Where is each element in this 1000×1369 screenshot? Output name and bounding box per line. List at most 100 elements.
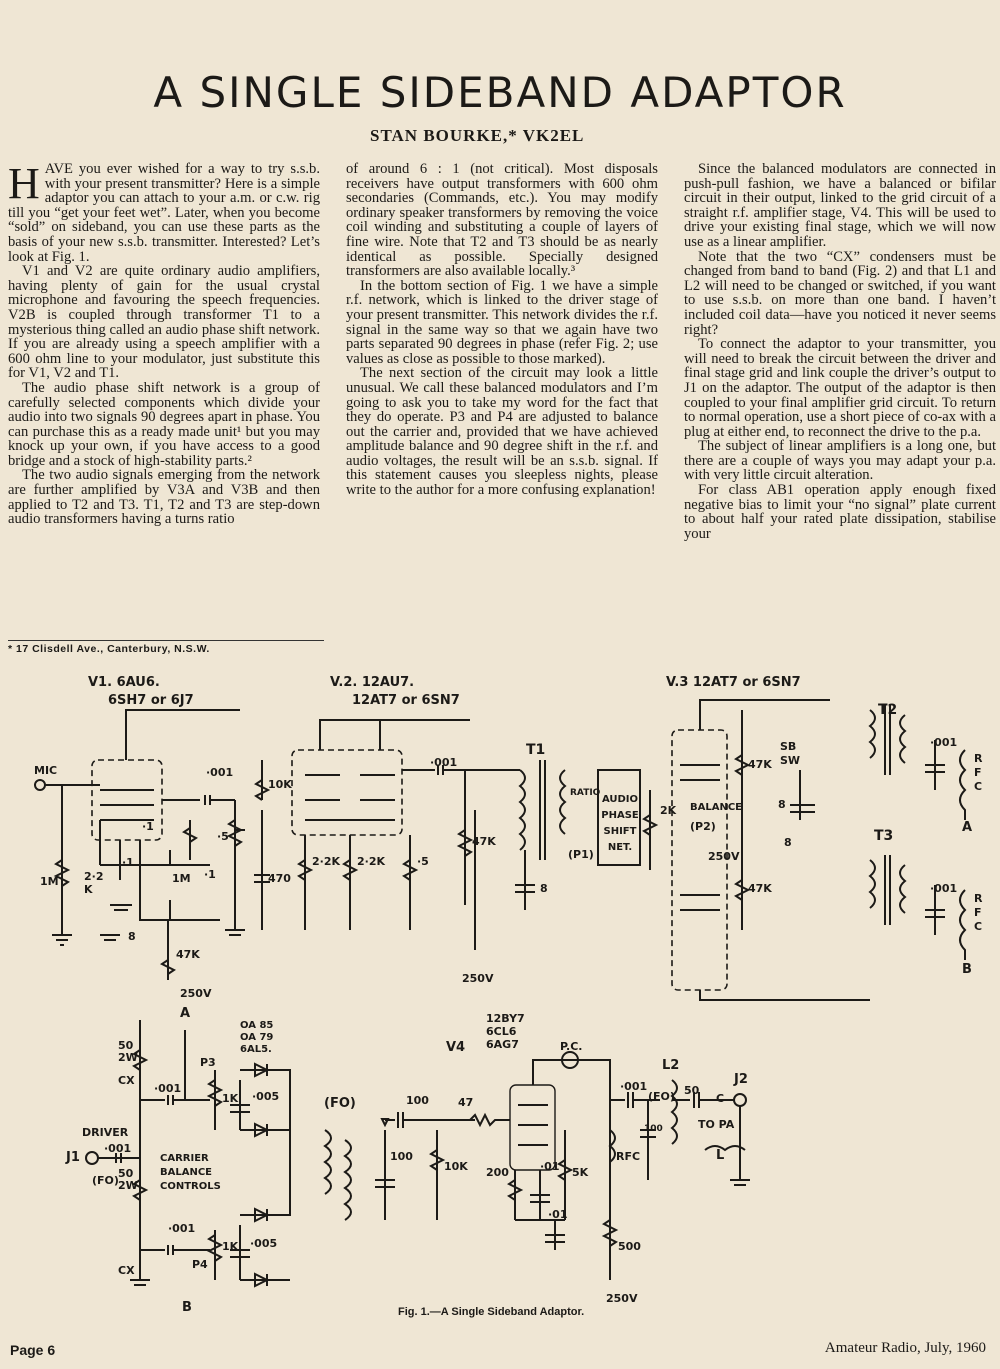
label-v250c: 250V bbox=[708, 850, 740, 863]
label-fo1: (FO) bbox=[92, 1174, 119, 1187]
label-p5: ·5 bbox=[217, 830, 229, 843]
label-c005b: ·005 bbox=[250, 1237, 278, 1250]
label-v250d: 250V bbox=[606, 1292, 638, 1305]
label-r2k: 2K bbox=[660, 804, 677, 817]
label-outB: B bbox=[962, 962, 972, 977]
label-rfc1: R F C bbox=[974, 752, 983, 793]
label-balance: BALANCE bbox=[690, 802, 743, 813]
byline: STAN BOURKE,* VK2EL bbox=[370, 126, 585, 145]
label-r1: ·1 bbox=[204, 868, 216, 881]
label-r200: 200 bbox=[486, 1166, 509, 1179]
label-r10kb: 10K bbox=[444, 1160, 468, 1173]
label-r50a: 50 2W bbox=[118, 1039, 138, 1064]
paragraph: of around 6 : 1 (not critical). Most dis… bbox=[346, 161, 658, 280]
schematic-labels: V1. 6AU6. 6SH7 or 6J7 V.2. 12AU7. 12AT7 … bbox=[0, 660, 1000, 1320]
paragraph: For class AB1 operation apply enough fix… bbox=[684, 482, 996, 542]
label-v4tubes: 12BY7 6CL6 6AG7 bbox=[486, 1012, 525, 1051]
label-r5k: 5K bbox=[572, 1166, 589, 1179]
label-c001c: ·001 bbox=[930, 736, 958, 749]
paragraph: Note that the two “CX” condensers must b… bbox=[684, 248, 996, 338]
label-cxa: CX bbox=[118, 1074, 135, 1087]
label-v4: V4 bbox=[446, 1040, 466, 1055]
label-rfc3: RFC bbox=[616, 1150, 641, 1163]
paragraph: Since the balanced modulators are connec… bbox=[684, 161, 996, 250]
label-cxb: CX bbox=[118, 1264, 135, 1277]
label-l: L bbox=[716, 1148, 725, 1163]
paragraph: To connect the adaptor to your transmitt… bbox=[684, 336, 996, 440]
paragraph: The next section of the circuit may look… bbox=[346, 365, 658, 499]
label-p2: (P2) bbox=[690, 820, 716, 833]
label-r1m: 1M bbox=[40, 875, 59, 888]
label-v3: V.3 12AT7 or 6SN7 bbox=[666, 675, 801, 690]
paragraph: The two audio signals emerging from the … bbox=[8, 467, 320, 528]
paragraph: The audio phase shift network is a group… bbox=[8, 379, 320, 469]
label-c50: 50 bbox=[684, 1084, 700, 1097]
label-c001b: ·001 bbox=[430, 756, 458, 769]
drop-cap: H bbox=[8, 159, 40, 208]
label-fo3: (FO) bbox=[648, 1090, 675, 1103]
page-number: Page 6 bbox=[10, 1342, 56, 1358]
label-r5: ·5 bbox=[417, 855, 429, 868]
label-v250a: 250V bbox=[180, 987, 212, 1000]
label-r47: 47 bbox=[458, 1096, 474, 1109]
article-column-3: Since the balanced modulators are connec… bbox=[684, 162, 996, 541]
parasitic-choke-icon bbox=[561, 1051, 579, 1069]
label-pc: P.C. bbox=[560, 1040, 583, 1053]
label-c: C bbox=[716, 1092, 725, 1105]
label-c100c: 100 bbox=[644, 1124, 663, 1134]
label-c005a: ·005 bbox=[252, 1090, 280, 1103]
label-mic: MIC bbox=[34, 764, 58, 777]
label-r47kc: 47K bbox=[748, 758, 772, 771]
label-sbsw: SB SW bbox=[780, 740, 801, 767]
label-c8c: 8 bbox=[778, 798, 786, 811]
label-k1b: 1K bbox=[222, 1240, 239, 1253]
label-apsn: AUDIO PHASE SHIFT NET. bbox=[601, 794, 639, 853]
label-r47kb: 47K bbox=[472, 835, 496, 848]
label-c001f: ·001 bbox=[104, 1142, 132, 1155]
label-t3: T3 bbox=[874, 828, 894, 844]
label-diodes: OA 85 OA 79 6AL5. bbox=[240, 1020, 274, 1055]
label-inB: B bbox=[182, 1300, 192, 1315]
label-topa: TO PA bbox=[698, 1118, 735, 1131]
label-r22kb: 2·2K bbox=[357, 855, 386, 868]
label-t2: T2 bbox=[878, 702, 898, 718]
label-p3: P3 bbox=[200, 1056, 216, 1069]
page-title: A SINGLE SIDEBAND ADAPTOR bbox=[153, 68, 847, 117]
label-c1a: ·1 bbox=[142, 820, 154, 833]
label-c01b: ·01 bbox=[548, 1208, 568, 1221]
label-c001g: ·001 bbox=[168, 1222, 196, 1235]
label-outA: A bbox=[962, 820, 973, 835]
paragraph: The subject of linear amplifiers is a lo… bbox=[684, 438, 996, 484]
tube-v2 bbox=[291, 749, 403, 836]
footnote: * 17 Clisdell Ave., Canterbury, N.S.W. bbox=[8, 640, 324, 655]
label-v1alt: 6SH7 or 6J7 bbox=[108, 693, 194, 708]
label-l2: L2 bbox=[662, 1058, 680, 1073]
label-v250b: 250V bbox=[462, 972, 494, 985]
label-r47kd: 47K bbox=[748, 882, 772, 895]
label-r500: 500 bbox=[618, 1240, 641, 1253]
label-c8b: 8 bbox=[540, 882, 548, 895]
label-c001h: ·001 bbox=[620, 1080, 648, 1093]
label-rfc2: R F C bbox=[974, 892, 983, 933]
label-ratio: RATIO bbox=[570, 788, 601, 798]
label-carrier: CARRIER BALANCE CONTROLS bbox=[160, 1153, 221, 1192]
label-t1: T1 bbox=[526, 742, 546, 758]
label-driver: DRIVER bbox=[82, 1126, 129, 1139]
article-column-2: of around 6 : 1 (not critical). Most dis… bbox=[346, 162, 658, 498]
label-c100b: 100 bbox=[390, 1150, 413, 1163]
phase-shift-network-box bbox=[597, 769, 641, 866]
label-k1a: 1K bbox=[222, 1092, 239, 1105]
label-p1: (P1) bbox=[568, 848, 594, 861]
label-c001e: ·001 bbox=[154, 1082, 182, 1095]
label-r47k: 47K bbox=[176, 948, 200, 961]
label-j1: J1 bbox=[66, 1150, 80, 1165]
label-v2: V.2. 12AU7. bbox=[330, 675, 415, 690]
label-c8a: 8 bbox=[128, 930, 136, 943]
label-c8d: 8 bbox=[784, 836, 792, 849]
label-v1: V1. 6AU6. bbox=[88, 675, 160, 690]
label-j2: J2 bbox=[734, 1072, 748, 1087]
label-r10k: 10K bbox=[268, 778, 292, 791]
journal-footer: Amateur Radio, July, 1960 bbox=[824, 1340, 986, 1356]
